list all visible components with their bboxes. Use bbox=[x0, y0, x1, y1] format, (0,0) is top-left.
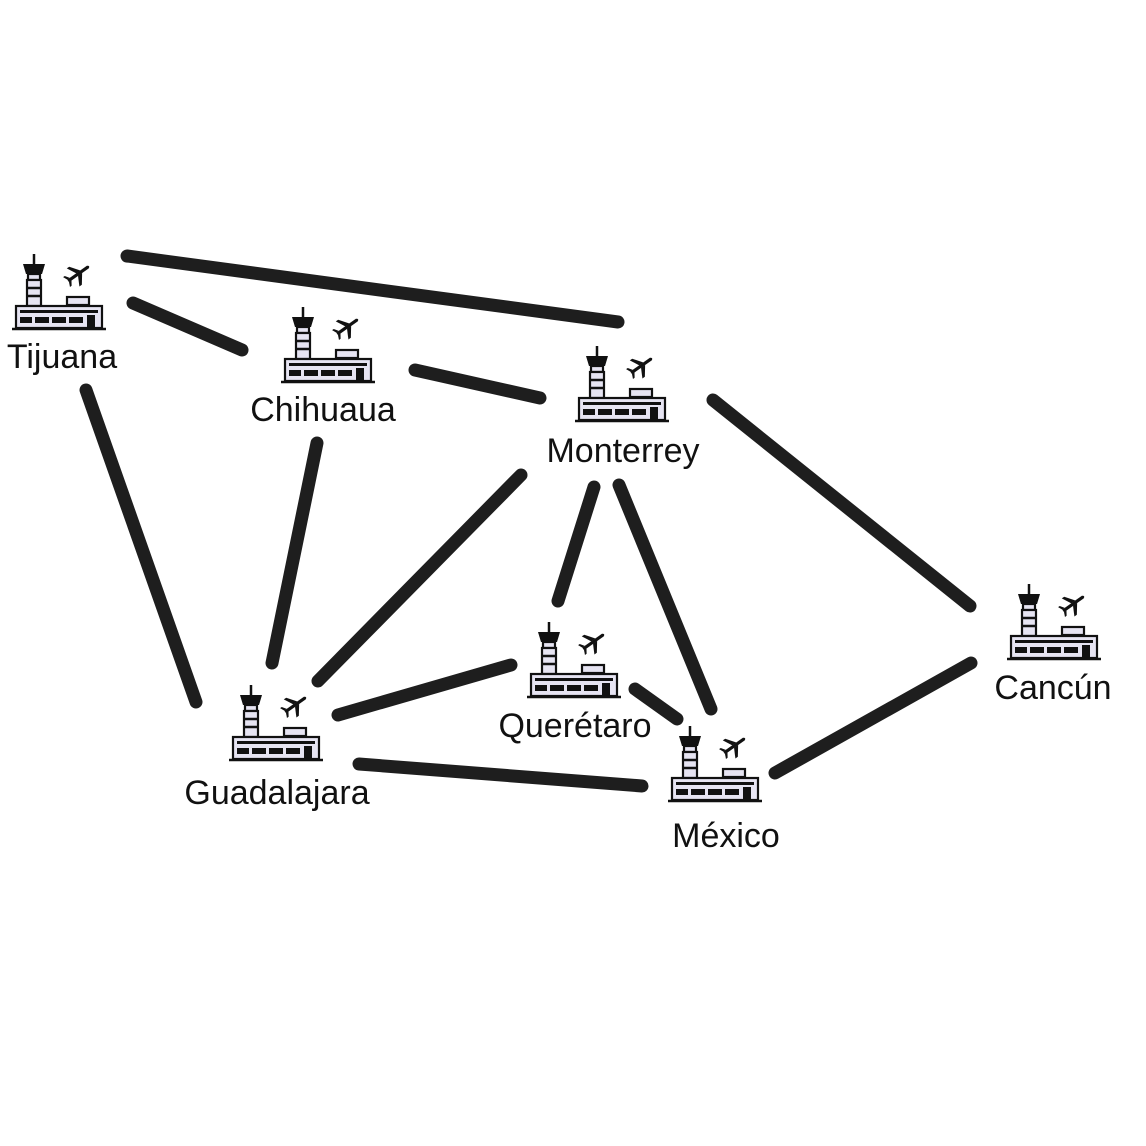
route-tijuana-chihuahua bbox=[126, 296, 249, 357]
airport-icon bbox=[525, 620, 623, 699]
route-guadalajara-queretaro bbox=[331, 658, 518, 722]
routes bbox=[79, 249, 978, 793]
airport-label: México bbox=[672, 817, 780, 855]
airport-icon bbox=[573, 344, 671, 423]
airport-label: Guadalajara bbox=[184, 774, 369, 812]
airport-node-chihuahua: Chihuaua bbox=[250, 305, 396, 429]
route-monterrey-guadalajara bbox=[311, 468, 528, 688]
route-monterrey-queretaro bbox=[551, 480, 601, 608]
route-chihuahua-guadalajara bbox=[265, 436, 324, 670]
route-queretaro-mexico bbox=[628, 682, 684, 726]
route-tijuana-monterrey bbox=[120, 249, 625, 329]
route-monterrey-cancun bbox=[706, 393, 977, 613]
airport-icon bbox=[227, 683, 325, 762]
airport-node-guadalajara: Guadalajara bbox=[184, 683, 370, 812]
airport-node-mexico: México bbox=[666, 724, 780, 855]
airport-node-cancun: Cancún bbox=[994, 582, 1112, 707]
airport-node-monterrey: Monterrey bbox=[546, 344, 700, 470]
airport-label: Chihuaua bbox=[250, 391, 396, 429]
route-monterrey-mexico bbox=[612, 478, 718, 716]
airport-node-tijuana: Tijuana bbox=[7, 252, 117, 376]
airport-label: Monterrey bbox=[546, 432, 699, 470]
route-tijuana-guadalajara bbox=[79, 383, 203, 709]
airport-label: Tijuana bbox=[7, 338, 117, 376]
airport-icon bbox=[1005, 582, 1103, 661]
route-chihuahua-monterrey bbox=[408, 363, 547, 405]
airport-label: Querétaro bbox=[498, 707, 651, 745]
airport-icon bbox=[10, 252, 108, 331]
airport-label: Cancún bbox=[994, 669, 1111, 707]
route-guadalajara-mexico bbox=[352, 757, 649, 793]
airport-icon bbox=[666, 724, 764, 803]
airport-icon bbox=[279, 305, 377, 384]
airport-node-queretaro: Querétaro bbox=[498, 620, 652, 745]
route-mexico-cancun bbox=[768, 656, 978, 780]
